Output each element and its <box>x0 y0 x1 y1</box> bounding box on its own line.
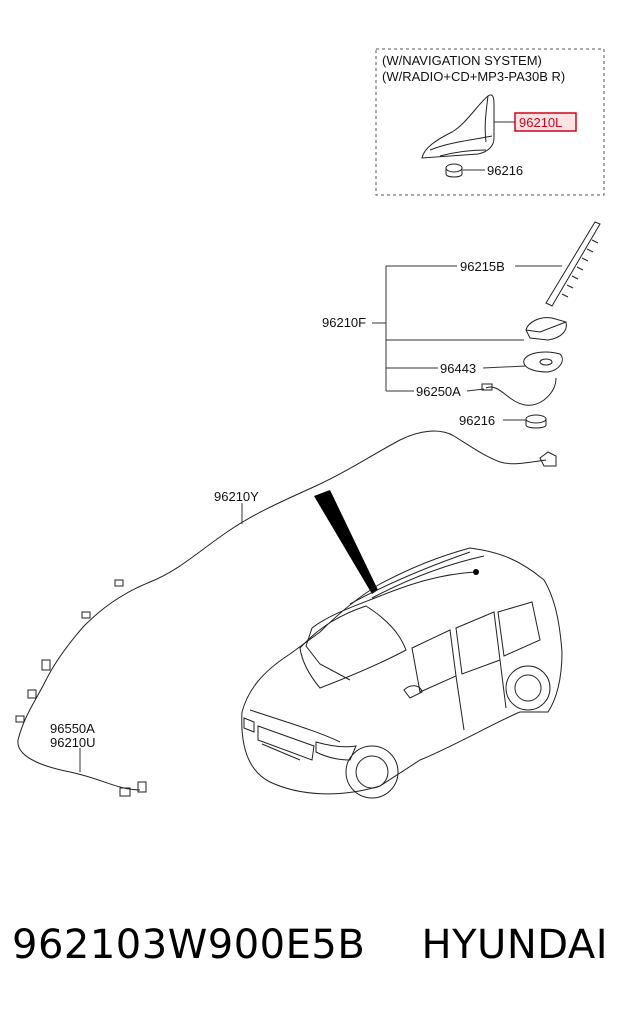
gasket-96443 <box>523 351 563 373</box>
leader-96250A <box>466 388 485 392</box>
part-label-96215B[interactable]: 96215B <box>460 259 505 274</box>
part-label-96216[interactable]: 96216 <box>459 413 495 428</box>
shark-fin-antenna <box>421 94 495 159</box>
antenna-assembly: 96215B 96210F 96443 96250A 96216 <box>322 221 601 429</box>
footer-bar: 962103W900E5B HYUNDAI <box>12 915 608 975</box>
inset-dashed-frame <box>375 48 605 196</box>
antenna-mount-point <box>473 569 479 575</box>
nut-96216-inset <box>445 163 463 178</box>
feeder-cable-96210Y <box>15 430 557 797</box>
part-label-96210L-box[interactable] <box>514 112 577 132</box>
part-label-96210L[interactable]: 96210L <box>519 115 562 130</box>
part-label-96216-inset[interactable]: 96216 <box>487 163 523 178</box>
part-label-96210Y[interactable]: 96210Y <box>214 489 259 504</box>
vehicle-illustration <box>241 547 563 799</box>
navigation-inset: (W/NAVIGATION SYSTEM) (W/RADIO+CD+MP3-PA… <box>375 48 605 196</box>
part-label-96210U[interactable]: 96210U <box>50 735 96 750</box>
leader-96443 <box>482 365 527 369</box>
part-label-96443[interactable]: 96443 <box>440 361 476 376</box>
inset-note-line1: (W/NAVIGATION SYSTEM) <box>382 53 542 68</box>
cable-96250A-connector <box>481 383 493 391</box>
antenna-base <box>525 317 567 341</box>
part-label-96250A[interactable]: 96250A <box>416 384 461 399</box>
inset-note-line2: (W/RADIO+CD+MP3-PA30B R) <box>382 69 565 84</box>
footer-brand: HYUNDAI <box>421 922 608 968</box>
nut-96216 <box>525 414 547 429</box>
cable-96250A <box>485 377 557 406</box>
location-pointer <box>314 490 378 594</box>
antenna-rod <box>545 221 601 307</box>
part-label-96550A[interactable]: 96550A <box>50 721 95 736</box>
part-label-96210F[interactable]: 96210F <box>322 315 366 330</box>
bracket-96210F <box>385 265 524 392</box>
footer-part-number: 962103W900E5B <box>12 922 366 968</box>
